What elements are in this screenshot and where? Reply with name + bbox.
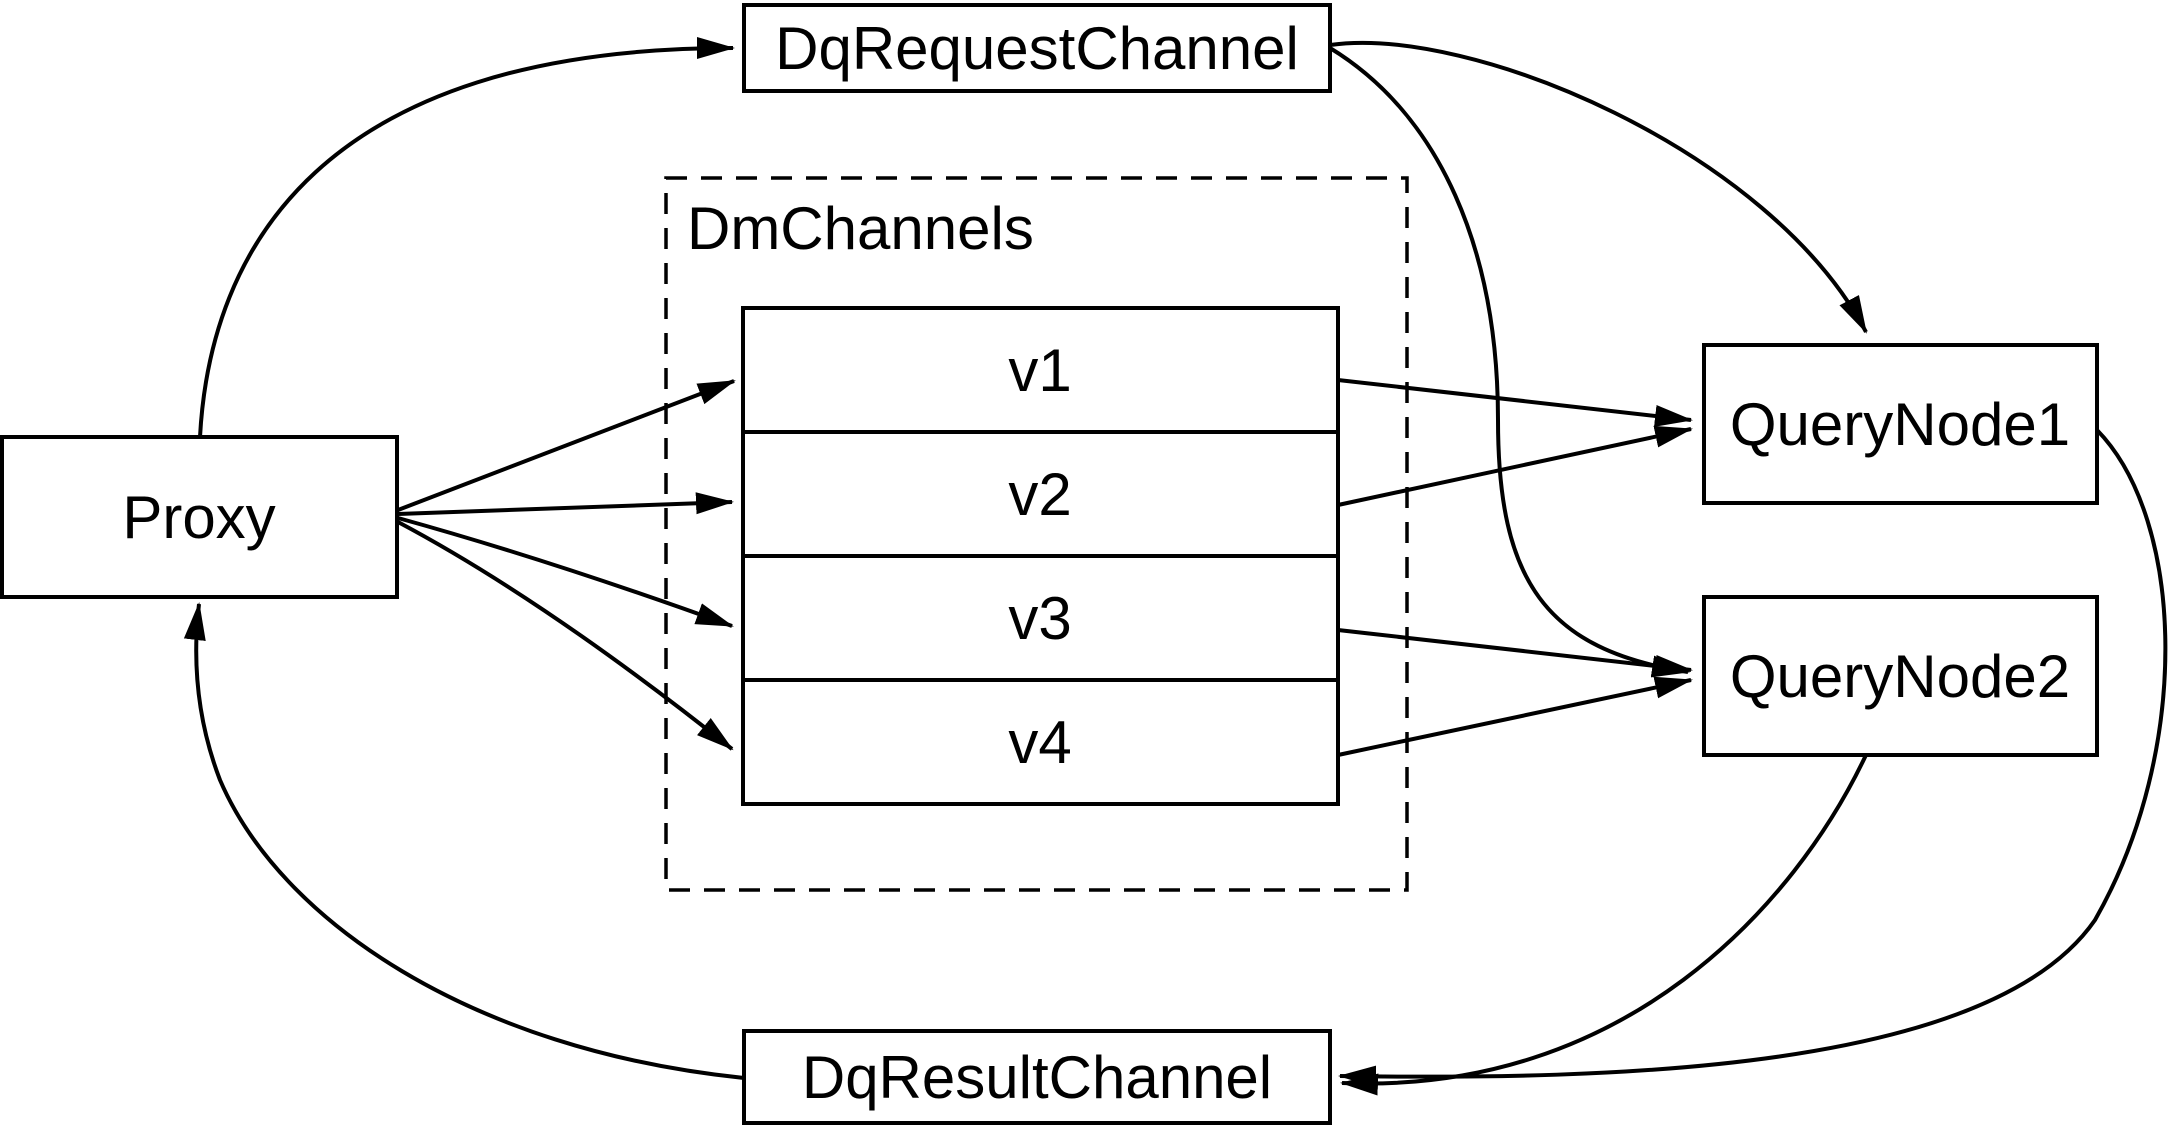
edge-querynode1-to-dqresultchannel [1338,428,2168,1088]
dm-channels-dashed-border [664,176,1409,892]
query-node-1-label: QueryNode1 [1730,391,2070,458]
node-dq-request-channel: DqRequestChannel [742,3,1332,93]
dq-result-channel-label: DqResultChannel [802,1044,1272,1111]
node-query-node-2: QueryNode2 [1702,595,2099,757]
edge-dqrequestchannel-to-querynode1 [1329,40,1868,334]
edge-proxy-to-v4 [397,520,734,751]
edge-dqrequestchannel-to-querynode2 [1328,46,1690,678]
dm-channels-group-label: DmChannels [687,195,1034,262]
query-node-2-box [1702,595,2099,757]
proxy-box [0,435,399,599]
channel-v3-label: v3 [1008,585,1071,652]
channel-v1-label: v1 [1008,337,1071,404]
edges-layer [183,37,2168,1096]
dq-request-channel-box [742,3,1332,93]
edge-proxy-to-v2 [397,492,734,516]
group-dm-channels: DmChannels [664,176,1409,892]
node-query-node-1: QueryNode1 [1702,343,2099,505]
edge-proxy-to-v3 [397,516,734,628]
edge-v1-to-querynode1 [1337,378,1693,427]
edge-querynode2-to-dqresultchannel [1340,754,1868,1096]
edge-proxy-to-dqrequestchannel [198,37,735,438]
channel-table: v1 v2 v3 v4 [741,306,1340,806]
edge-dqresultchannel-to-proxy [183,602,745,1080]
query-node-1-box [1702,343,2099,505]
node-dq-result-channel: DqResultChannel [742,1029,1332,1125]
node-proxy: Proxy [0,435,399,599]
edge-proxy-to-v1 [397,379,736,512]
dq-result-channel-box [742,1029,1332,1125]
edge-v2-to-querynode1 [1337,425,1693,507]
dq-request-channel-label: DqRequestChannel [775,15,1299,82]
query-node-2-label: QueryNode2 [1730,643,2070,710]
proxy-label: Proxy [122,484,275,551]
channel-v2-label: v2 [1008,461,1071,528]
channel-v4-label: v4 [1008,709,1071,776]
edge-v4-to-querynode2 [1337,676,1693,757]
edge-v3-to-querynode2 [1337,628,1693,677]
